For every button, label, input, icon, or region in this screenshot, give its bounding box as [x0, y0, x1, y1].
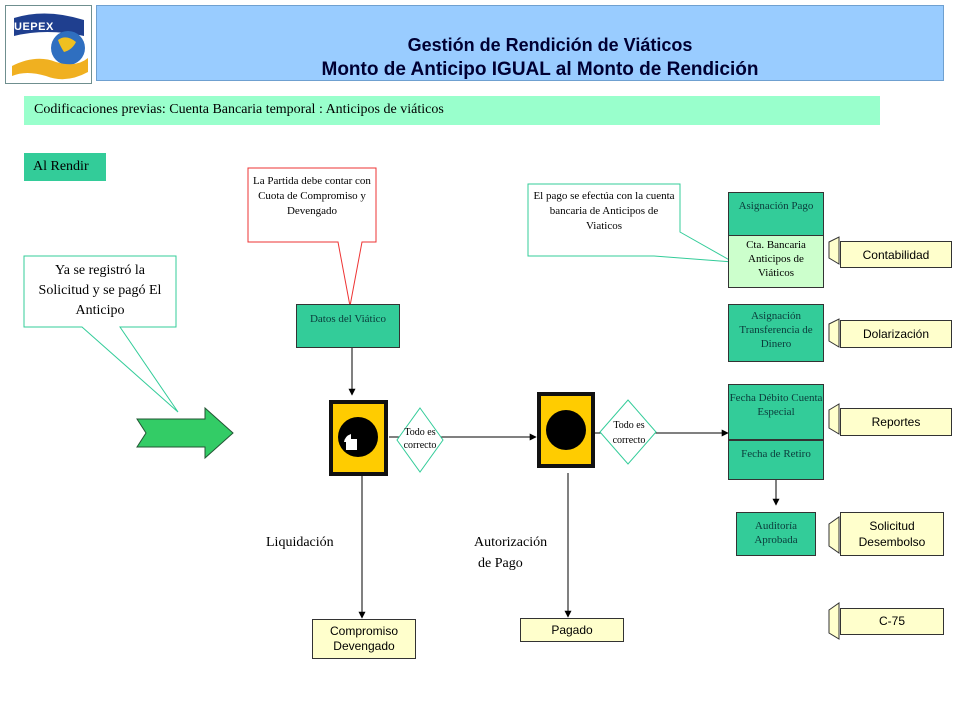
report-c75[interactable]: C-75 [840, 608, 944, 635]
liquidacion-label: Liquidación [266, 535, 334, 550]
fecha-retiro-label: Fecha de Retiro [741, 448, 811, 460]
report-dolarizacion[interactable]: Dolarización [840, 320, 952, 348]
auditoria-label: Auditoría Aprobada [754, 520, 798, 546]
todo-correcto-2: Todo es correcto [612, 420, 646, 446]
report-tab-3 [828, 403, 840, 435]
codificaciones-bar: Codificaciones previas: Cuenta Bancaria … [24, 96, 880, 125]
report-solicitud-label: Solicitud Desembolso [858, 519, 926, 549]
cta-bancaria-label: Cta. Bancaria Anticipos de Viáticos [746, 239, 806, 279]
page-title: Gestión de Rendición de Viáticos [407, 35, 693, 55]
logo-graphic-icon [6, 6, 91, 83]
report-tab-5 [828, 602, 840, 640]
cta-bancaria-box[interactable]: Cta. Bancaria Anticipos de Viáticos [728, 236, 824, 288]
auditoria-box[interactable]: Auditoría Aprobada [736, 512, 816, 556]
report-reportes-label: Reportes [871, 415, 921, 429]
compromiso-devengado-box[interactable]: Compromiso Devengado [312, 619, 416, 659]
todo-correcto-1: Todo es correcto [403, 427, 437, 451]
autorizacion-icon[interactable] [537, 392, 595, 468]
de-pago-label: de Pago [478, 556, 523, 571]
fecha-debito-box[interactable]: Fecha Débito Cuenta Especial [728, 384, 824, 440]
asignacion-pago-label: Asignación Pago [738, 200, 814, 212]
title-bar: Gestión de Rendición de Viáticos Monto d… [96, 5, 944, 81]
report-tab-4 [828, 516, 840, 554]
asignacion-transferencia-label: Asignación Transferencia de Dinero [739, 310, 813, 350]
fecha-retiro-box[interactable]: Fecha de Retiro [728, 440, 824, 480]
report-contabilidad[interactable]: Contabilidad [840, 241, 952, 268]
big-arrow-icon [136, 406, 234, 460]
callout-partida-bubble [247, 167, 377, 307]
autorizacion-circle-icon [546, 410, 586, 450]
diamond-1-shape [396, 407, 444, 473]
logo-text: UEPEX [14, 21, 54, 33]
report-tab-2 [828, 318, 840, 348]
page-subtitle: Monto de Anticipo IGUAL al Monto de Rend… [321, 59, 759, 80]
pagado-box[interactable]: Pagado [520, 618, 624, 642]
liquidacion-circle-icon [338, 417, 378, 457]
compromiso-label: Compromiso Devengado [329, 624, 398, 653]
callout-solicitud-text: Ya se registró la Solicitud y se pagó El… [38, 263, 162, 318]
datos-viatico-label: Datos del Viático [309, 313, 387, 325]
fecha-debito-label: Fecha Débito Cuenta Especial [729, 392, 823, 418]
callout-pago-text: El pago se efectúa con la cuenta bancari… [533, 190, 675, 232]
diamond-2-shape [599, 399, 657, 465]
asignacion-transferencia-box[interactable]: Asignación Transferencia de Dinero [728, 304, 824, 362]
report-contabilidad-label: Contabilidad [862, 248, 930, 262]
report-dolarizacion-label: Dolarización [862, 327, 930, 341]
pagado-label: Pagado [551, 623, 593, 637]
uepex-logo: UEPEX [5, 5, 92, 84]
liquidacion-icon[interactable] [329, 400, 388, 476]
callout-partida-text: La Partida debe contar con Cuota de Comp… [253, 175, 371, 217]
datos-viatico-box[interactable]: Datos del Viático [296, 304, 400, 348]
report-reportes[interactable]: Reportes [840, 408, 952, 436]
report-solicitud-desembolso[interactable]: Solicitud Desembolso [840, 512, 944, 556]
autorizacion-label: Autorización [474, 535, 548, 550]
al-rendir-label: Al Rendir [24, 153, 106, 181]
report-c75-label: C-75 [878, 614, 905, 628]
callout-solicitud-bubble [23, 255, 179, 413]
asignacion-pago-box[interactable]: Asignación Pago [728, 192, 824, 236]
report-tab-1 [828, 236, 840, 265]
